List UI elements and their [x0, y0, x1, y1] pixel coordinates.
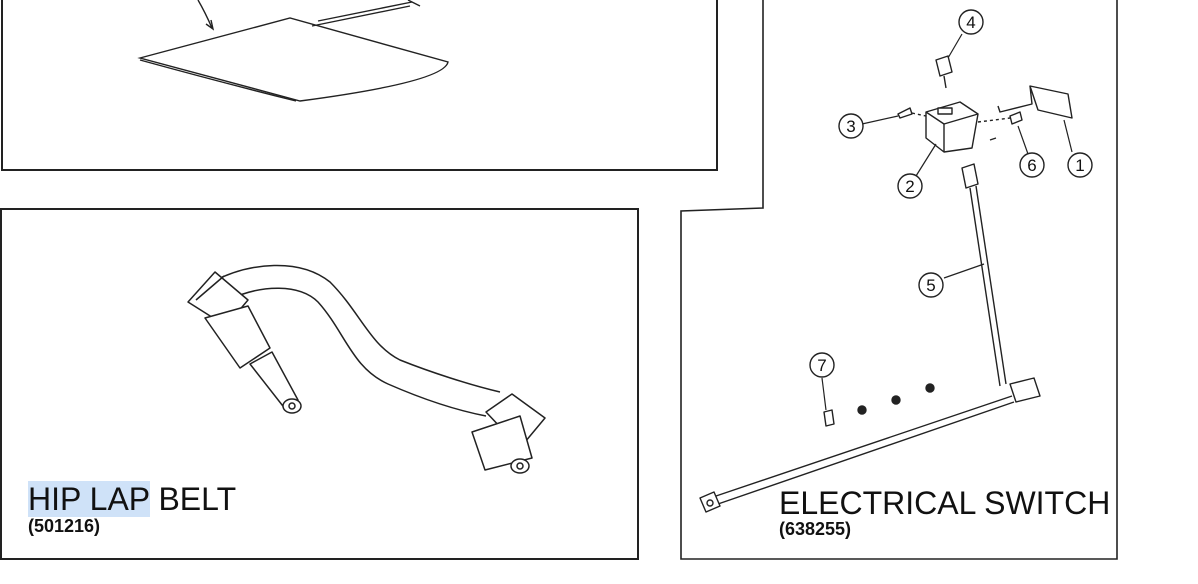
- hip-lap-belt-part-number: (501216): [28, 516, 101, 536]
- svg-text:6: 6: [1027, 156, 1036, 175]
- callout-7: 7: [809, 352, 835, 378]
- svg-text:7: 7: [817, 356, 826, 375]
- hip-lap-belt-panel-border: [0, 208, 639, 560]
- svg-text:4: 4: [966, 13, 975, 32]
- svg-text:2: 2: [905, 177, 914, 196]
- electrical-switch-title: ELECTRICAL SWITCH: [779, 485, 1111, 521]
- svg-text:5: 5: [926, 276, 935, 295]
- hip-lap-belt-drawing: [187, 264, 546, 474]
- electrical-switch-panel-border: [680, 0, 1118, 560]
- seat-cushion-drawing: [137, 0, 449, 102]
- hip-lap-belt-title-rest: BELT: [149, 481, 237, 517]
- callout-2: 2: [897, 173, 923, 199]
- svg-text:1: 1: [1075, 156, 1084, 175]
- electrical-switch-part-number: (638255): [779, 519, 852, 539]
- svg-text:3: 3: [846, 117, 855, 136]
- callout-5: 5: [918, 272, 944, 298]
- electrical-switch-drawing: [699, 55, 1073, 513]
- callout-6: 6: [1019, 152, 1045, 178]
- hip-lap-belt-title: HIP LAP BELT: [28, 480, 236, 518]
- callout-1: 1: [1067, 152, 1093, 178]
- callout-4: 4: [958, 9, 984, 35]
- callout-3: 3: [838, 113, 864, 139]
- top-left-panel-border: [1, 0, 718, 171]
- callout-leaders: [821, 33, 1073, 411]
- hip-lap-belt-title-highlight: HIP LAP: [28, 481, 150, 517]
